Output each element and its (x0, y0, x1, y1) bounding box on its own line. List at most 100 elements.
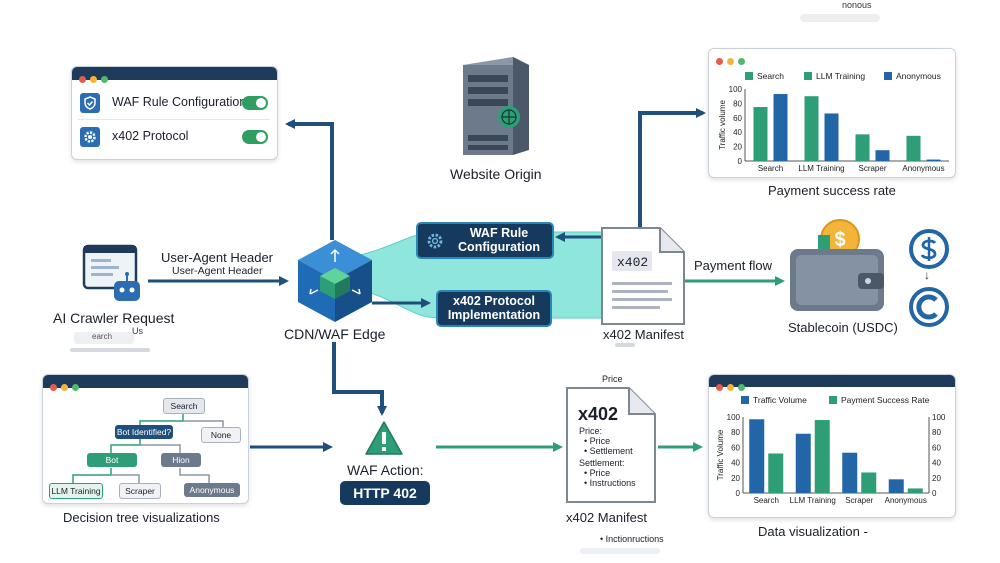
legend-swatch (884, 72, 892, 80)
y2-tick-label: 0 (932, 489, 937, 498)
server-icon (463, 57, 529, 155)
cdn-to-waf-action-arrow (332, 342, 387, 416)
crawler-label: AI Crawler Request (53, 310, 175, 326)
warning-icon (365, 421, 403, 455)
x402-impl-pill: x402 Protocol Implementation (436, 290, 552, 327)
bar (855, 134, 870, 161)
waf-rule-label: WAF Rule Configuration (112, 95, 247, 109)
manifest-doc-line: • Price (584, 436, 611, 446)
manifest-doc-line: • Instructions (584, 478, 636, 488)
waf-rule-pill-text: WAF Rule Configuration (458, 226, 540, 254)
waf-action-label: WAF Action: (347, 462, 424, 478)
crawler-search-chip: earch (74, 332, 134, 344)
bar (842, 452, 858, 493)
legend-swatch (804, 72, 812, 80)
crawler-search-fragment: earch (92, 332, 113, 341)
x402-protocol-label: x402 Protocol (112, 129, 189, 143)
tree-node-bot-identified: Bot Identified? (115, 425, 173, 439)
bar (814, 420, 830, 493)
legend-swatch (741, 396, 749, 404)
smudge-line (580, 548, 660, 554)
y-tick-label: 20 (731, 474, 740, 483)
manifest-file-text: x402 (617, 255, 649, 270)
y2-tick-label: 40 (932, 459, 941, 468)
manifest-doc-top-label: Price (602, 374, 623, 384)
x402-protocol-toggle[interactable] (242, 130, 268, 144)
legend-label: Traffic Volume (753, 395, 807, 405)
waf-rule-row[interactable]: WAF Rule Configuration (78, 91, 270, 115)
x-tick-label: LLM Training (798, 164, 844, 173)
x-tick-label: Search (754, 496, 779, 505)
manifest-doc-caption: x402 Manifest (566, 510, 647, 525)
y-tick-label: 40 (731, 459, 740, 468)
x-tick-label: LLM Training (790, 496, 836, 505)
blur-smudge (800, 14, 880, 22)
y-axis-label: Traffic Volume (716, 429, 725, 480)
shield-check-icon (80, 93, 100, 113)
chart2-caption: Data visualization - (758, 524, 868, 539)
legend-swatch (745, 72, 753, 80)
window-titlebar (72, 67, 277, 83)
website-origin-label: Website Origin (450, 166, 542, 182)
y-axis-label: Traffic volume (718, 100, 727, 150)
tree-node-bot: Bot (87, 453, 137, 467)
tree-node-none: None (201, 427, 241, 443)
y-tick-label: 80 (733, 99, 742, 108)
wallet-label: Stablecoin (USDC) (788, 320, 898, 335)
wallet-icon: $ (790, 219, 884, 311)
manifest-doc-line: • Settlement (584, 446, 633, 456)
manifest-to-chart-arrow (638, 108, 706, 228)
manifest-doc-line: Settlement: (579, 458, 625, 468)
tree-connectors (72, 411, 224, 483)
manifest-doc-footer-fragment: • Inctionructions (600, 534, 664, 544)
x-tick-label: Scraper (858, 164, 886, 173)
smudge-line (70, 348, 150, 352)
y-tick-label: 0 (736, 489, 741, 498)
manifest-doc-line: • Price (584, 468, 611, 478)
manifest-top-label: x402 Manifest (603, 327, 684, 342)
legend-swatch (829, 396, 837, 404)
legend-label: Payment Success Rate (841, 395, 930, 405)
cube-icon (298, 240, 372, 322)
x-tick-label: Anonymous (902, 164, 944, 173)
cdn-label: CDN/WAF Edge (284, 326, 386, 342)
legend-label: LLM Training (816, 71, 865, 81)
dollar-coin-icon (909, 229, 949, 269)
crawler-sub-fragment: Us (132, 326, 143, 336)
robot-icon (82, 244, 140, 301)
legend-label: Search (757, 71, 784, 81)
tree-node-hion: Hion (161, 453, 201, 467)
document-icon (601, 227, 685, 325)
y2-tick-label: 100 (932, 413, 946, 422)
tree-node-anonymous: Anonymous (184, 483, 240, 497)
y-tick-label: 80 (731, 428, 740, 437)
x402-protocol-row[interactable]: x402 Protocol (78, 125, 270, 149)
bar (795, 433, 811, 493)
smudge-line (615, 343, 635, 347)
y2-tick-label: 20 (932, 474, 941, 483)
user-agent-header-label-small: User-Agent Header (172, 265, 263, 277)
y-tick-label: 100 (727, 413, 741, 422)
wallet-coin-symbol: $ (834, 229, 845, 251)
decision-tree-caption: Decision tree visualizations (63, 510, 220, 525)
x402-impl-pill-text: x402 Protocol Implementation (447, 294, 541, 322)
tree-node-scraper: Scraper (119, 483, 161, 499)
bar (753, 107, 768, 161)
y-tick-label: 40 (733, 128, 742, 137)
tree-node-search: Search (163, 398, 205, 414)
http402-pill: HTTP 402 (340, 481, 430, 505)
y-tick-label: 100 (729, 85, 743, 94)
y2-tick-label: 80 (932, 428, 941, 437)
user-agent-header-label: User-Agent Header (161, 250, 273, 265)
usdc-coin-icon (909, 287, 949, 327)
waf-rule-toggle[interactable] (242, 96, 268, 110)
bar (773, 94, 788, 161)
bar (926, 159, 941, 161)
bar (749, 419, 765, 493)
bar (875, 150, 890, 161)
bar (824, 113, 839, 161)
bar (861, 472, 877, 493)
